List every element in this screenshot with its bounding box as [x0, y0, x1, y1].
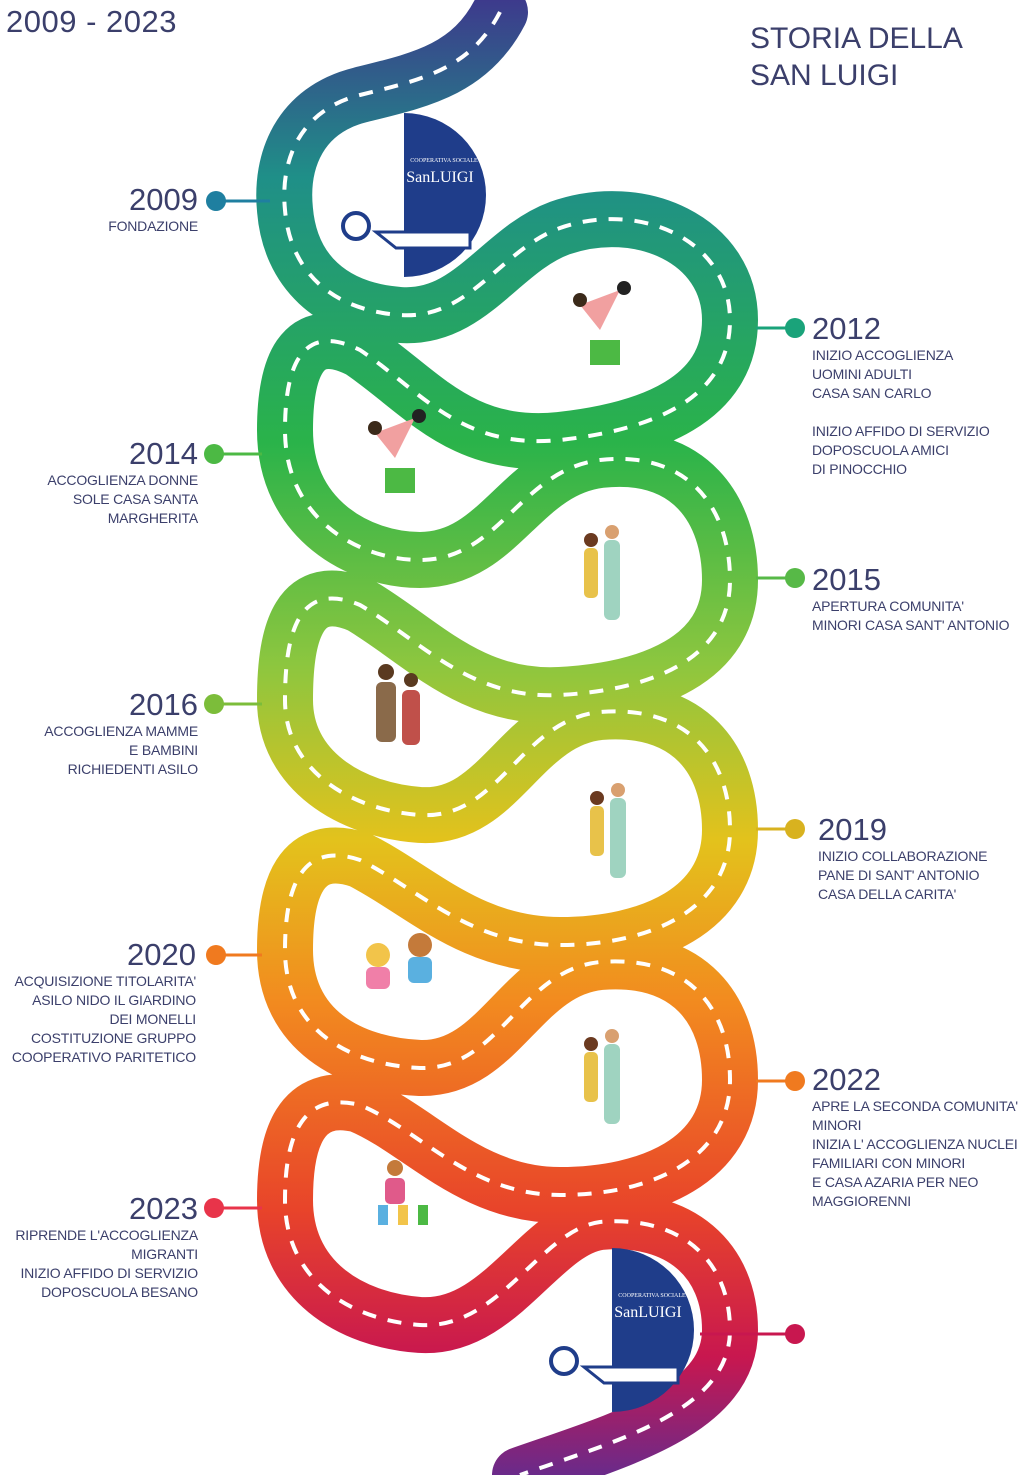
event-description-line: PANE DI SANT' ANTONIO	[818, 867, 980, 883]
event-description-line: INIZIO AFFIDO DI SERVIZIO	[20, 1265, 198, 1281]
event-description-line: ACCOGLIENZA DONNE	[47, 472, 198, 488]
sun-icon	[341, 211, 371, 241]
event-year: 2020	[127, 937, 196, 972]
logo-name: SanLUIGI	[614, 1304, 682, 1321]
event-dot-2020	[206, 945, 226, 965]
event-description-line: MAGGIORENNI	[812, 1193, 911, 1209]
event-description-line: DI PINOCCHIO	[812, 461, 907, 477]
event-year: 2023	[129, 1191, 198, 1226]
event-year: 2014	[129, 436, 198, 471]
event-description-line: DEI MONELLI	[109, 1011, 197, 1027]
event-dot-2016	[204, 694, 224, 714]
illustration-children	[366, 933, 432, 989]
event-description-line: ASILO NIDO IL GIARDINO	[32, 992, 196, 1008]
event-year: 2022	[812, 1062, 881, 1097]
event-year: 2009	[129, 182, 198, 217]
event-description-line: RICHIEDENTI ASILO	[67, 761, 199, 777]
event-description-line: ACQUISIZIONE TITOLARITA'	[14, 973, 197, 989]
title-line-1: STORIA DELLA	[750, 22, 963, 55]
event-description-line: MARGHERITA	[107, 510, 199, 526]
event-description-line: UOMINI ADULTI	[812, 366, 912, 382]
date-range: 2009 - 2023	[6, 4, 177, 39]
event-dot-2019	[785, 819, 805, 839]
event-description-line: INIZIA L' ACCOGLIENZA NUCLEI	[812, 1136, 1018, 1152]
event-description-line: DOPOSCUOLA BESANO	[41, 1284, 198, 1300]
event-year: 2016	[129, 687, 198, 722]
event-description-line: SOLE CASA SANTA	[72, 491, 198, 507]
event-description-line: INIZIO COLLABORAZIONE	[818, 848, 988, 864]
house-icon	[579, 1365, 680, 1385]
event-year: 2019	[818, 812, 887, 847]
illustration-teamwork-1	[573, 281, 631, 365]
illustration-couple-2	[590, 783, 626, 878]
logo-name: SanLUIGI	[406, 169, 474, 186]
event-description-line: COSTITUZIONE GRUPPO	[31, 1030, 196, 1046]
road-centerline	[282, 11, 733, 1475]
event-description-line: FONDAZIONE	[108, 218, 198, 234]
illustration-teamwork-2	[368, 409, 426, 493]
end-dot	[785, 1324, 805, 1344]
illustration-couple-1	[584, 525, 620, 620]
event-dot-2015	[785, 568, 805, 588]
event-description-line: FAMILIARI CON MINORI	[812, 1155, 966, 1171]
event-description-line	[812, 403, 990, 422]
illustration-family	[376, 664, 420, 745]
event-description-line: APERTURA COMUNITA'	[812, 598, 964, 614]
event-dot-2023	[204, 1198, 224, 1218]
event-description-line: COOPERATIVO PARITETICO	[11, 1049, 196, 1065]
event-description-line: ACCOGLIENZA MAMME	[44, 723, 198, 739]
event-dot-2014	[204, 444, 224, 464]
logo-small-text: COOPERATIVA SOCIALE	[618, 1293, 686, 1299]
illustration-kids-group	[378, 1160, 428, 1225]
sun-icon	[549, 1346, 579, 1376]
event-description-line: MIGRANTI	[131, 1246, 198, 1262]
road-path	[256, 0, 758, 1475]
event-description-line: INIZIO ACCOGLIENZA	[812, 347, 954, 363]
event-description-line: INIZIO AFFIDO DI SERVIZIO	[812, 423, 990, 439]
event-description-line: CASA DELLA CARITA'	[818, 886, 957, 902]
event-description-line: CASA SAN CARLO	[812, 385, 932, 401]
event-year: 2015	[812, 562, 881, 597]
title-line-2: SAN LUIGI	[750, 59, 899, 92]
event-description-line: DOPOSCUOLA AMICI	[812, 442, 949, 458]
illustration-couple-3	[584, 1029, 620, 1124]
event-dot-2009	[206, 191, 226, 211]
event-dot-2022	[785, 1071, 805, 1091]
event-description-line: APRE LA SECONDA COMUNITA'	[812, 1098, 1018, 1114]
event-description-line: E BAMBINI	[129, 742, 198, 758]
event-description-line: E CASA AZARIA PER NEO	[812, 1174, 979, 1190]
event-description-line: MINORI	[812, 1117, 862, 1133]
logo-small-text: COOPERATIVA SOCIALE	[410, 158, 478, 164]
page-title: STORIA DELLA SAN LUIGI	[750, 20, 963, 94]
event-description-line: RIPRENDE L'ACCOGLIENZA	[15, 1227, 198, 1243]
event-year: 2012	[812, 311, 881, 346]
event-dot-2012	[785, 318, 805, 338]
event-description-line: MINORI CASA SANT' ANTONIO	[812, 617, 1010, 633]
house-icon	[371, 230, 472, 250]
